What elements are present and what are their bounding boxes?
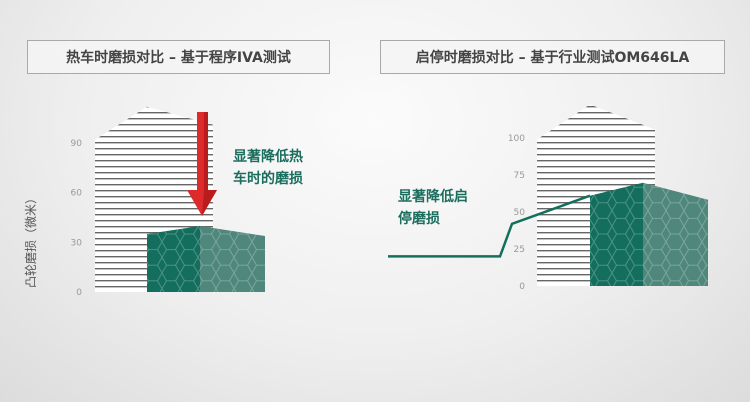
annotation-line: 显著降低热 [233,149,303,165]
y-tick-label: 25 [514,245,525,255]
y-tick-label: 60 [71,189,83,199]
down-arrow-shade [202,112,217,216]
annotation-line: 显著降低启 [398,189,468,205]
y-tick-label: 100 [508,134,525,144]
y-tick-label: 0 [519,282,525,292]
y-axis-label: 凸轮磨损（微米） [24,191,38,288]
annotation-warmup: 显著降低热 车时的磨损 [233,146,303,190]
chart-title-warmup: 热车时磨损对比 – 基于程序IVA测试 [27,40,330,74]
bar-hex-texture [590,182,708,286]
bar-hex-texture [147,226,265,292]
trend-line [388,194,591,258]
y-tick-label: 90 [71,139,83,149]
bar-left-face-before [95,106,147,292]
chart-title-startstop: 启停时磨损对比 – 基于行业测试OM646LA [380,40,725,74]
annotation-line: 停磨损 [398,211,440,227]
y-tick-label: 0 [76,288,82,298]
y-tick-label: 50 [514,208,526,218]
y-tick-label: 30 [71,238,83,248]
annotation-line: 车时的磨损 [233,171,303,187]
bar-left-face-before [537,104,590,286]
annotation-startstop: 显著降低启 停磨损 [398,186,468,230]
y-tick-label: 75 [514,171,525,181]
